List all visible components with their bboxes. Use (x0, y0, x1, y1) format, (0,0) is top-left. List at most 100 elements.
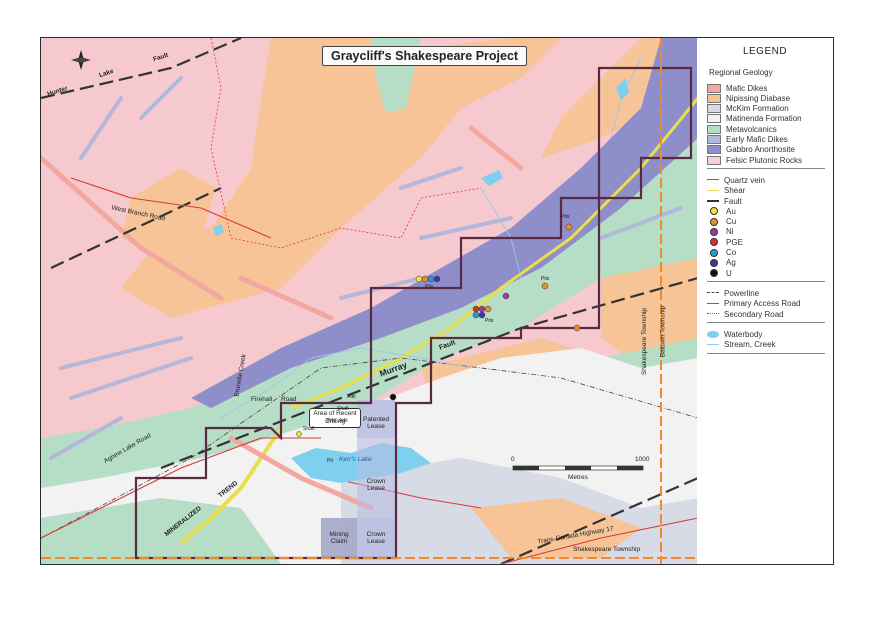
waterbody-icon (707, 330, 719, 338)
legend-structure-item-label: Fault (724, 196, 742, 206)
legend-divider (707, 281, 825, 283)
line-icon (707, 175, 719, 185)
shakespeare-township-label: Shakespeare Township (641, 307, 649, 376)
crown-lease-block (357, 438, 395, 518)
occurrence-dot-icon (710, 269, 718, 278)
adit-label: Adit (339, 418, 348, 424)
mining-claim-label: Mining Claim (329, 531, 349, 545)
fault-line (50, 187, 222, 269)
early-mafic-dike (419, 216, 513, 240)
occurrence-dot-icon (710, 238, 718, 247)
scale-start-label: 0 (511, 456, 515, 463)
scale-end-label: 1000 (635, 456, 650, 463)
swatch-icon (707, 135, 721, 144)
swatch-icon (707, 104, 721, 114)
north-arrow-icon (71, 50, 91, 70)
mafic-dike (468, 125, 524, 171)
legend-mineral-item: Ag (707, 258, 736, 268)
waterbody (213, 224, 224, 236)
waterbody (616, 78, 629, 100)
early-mafic-dike (59, 336, 183, 370)
mineral-occurrences (296, 223, 581, 437)
legend-water-item-label: Stream, Creek (724, 340, 776, 350)
swatch-icon (707, 93, 721, 103)
legend-mineral-item-label: Co (726, 248, 737, 257)
hunter-lake-fault (41, 38, 242, 100)
legend-geology-item-label: Metavolcanics (726, 124, 777, 134)
metavolcanics-body (41, 138, 698, 488)
legend-mineral-item: Au (707, 206, 736, 216)
legend-infrastructure-item: Primary Access Road (707, 299, 800, 309)
legend-divider (707, 322, 825, 324)
secondary-road (210, 38, 482, 249)
legend-mineral-item-label: Cu (726, 217, 737, 227)
swatch-icon (707, 155, 721, 165)
legend-water-item-label: Waterbody (724, 329, 763, 339)
adit-label: Adit (347, 394, 356, 400)
swatch-icon (707, 145, 721, 155)
mafic-dike (41, 155, 224, 301)
legend-structure-item: Shear (707, 186, 745, 196)
legend-mineral-item: Ni (707, 227, 734, 237)
legend-infrastructure-item: Secondary Road (707, 309, 784, 319)
legend-geology-item: Matinenda Formation (707, 114, 802, 124)
scale-bar (512, 465, 644, 471)
early-mafic-dike (139, 76, 183, 120)
geology-map (41, 38, 698, 564)
legend-divider (707, 168, 825, 170)
shaft-label: Shaft (337, 406, 349, 412)
fault-line (500, 476, 698, 564)
legend-geology-item-label: Early Mafic Dikes (726, 135, 788, 144)
pit-label: Pit (327, 458, 333, 464)
legend-divider (707, 352, 825, 354)
regional-geology-heading: Regional Geology (709, 68, 773, 77)
waterbody (481, 170, 503, 186)
legend-mineral-item-label: Au (726, 206, 736, 216)
crown-lease-label: Crown Lease (366, 531, 386, 545)
legend-mineral-item: PGE (707, 237, 743, 247)
crown-lease-label: Crown Lease (366, 478, 386, 492)
legend-geology-item-label: Matinenda Formation (726, 114, 802, 124)
occurrence-dot-icon (710, 217, 718, 226)
mafic-dike (238, 275, 334, 321)
legend-mineral-item: Cu (707, 217, 736, 227)
legend-infrastructure-item-label: Powerline (724, 288, 760, 298)
legend-geology-item: McKim Formation (707, 104, 789, 114)
powerline (41, 357, 698, 539)
occurrence-dot-icon (710, 258, 718, 267)
legend-geology-item-label: Gabbro Anorthosite (726, 145, 795, 155)
firehall-road-label: Firehall (251, 396, 273, 403)
swatch-icon (707, 114, 721, 124)
shaft-label: Shaft (303, 426, 315, 432)
swatch-icon (707, 124, 721, 134)
legend-geology-item-label: McKim Formation (726, 104, 789, 114)
patented-lease-block (357, 400, 395, 438)
mining-claim-block (321, 518, 357, 558)
property-boundary (134, 66, 693, 560)
pits-label: Pits (541, 276, 550, 282)
pits-label: Pits (561, 214, 570, 220)
map-panel: Hunter Lake Fault West Branch Road Agnew… (40, 37, 699, 565)
gabbro-anorthosite-band (191, 38, 698, 408)
stream (220, 347, 472, 419)
line-icon (707, 288, 719, 298)
legend-mineral-item-label: Ag (726, 258, 736, 268)
mafic-dike (228, 435, 374, 511)
legend-geology-item: Gabbro Anorthosite (707, 145, 795, 155)
firehall-road-label: Road (281, 396, 297, 403)
legend-mineral-item: U (707, 268, 732, 278)
patented-lease-label: Patented Lease (362, 416, 390, 430)
occurrence-dot-icon (710, 207, 718, 216)
legend-geology-item: Nipissing Diabase (707, 93, 790, 103)
nipissing-diabase-body (121, 38, 561, 318)
legend-geology-item-label: Nipissing Diabase (726, 93, 791, 103)
legend-water-item: Stream, Creek (707, 340, 776, 350)
legend-geology-item: Early Mafic Dikes (707, 135, 788, 145)
legend-geology-item: Mafic Dikes (707, 83, 767, 93)
pits-label: Pits (425, 284, 434, 290)
early-mafic-dike (49, 416, 123, 460)
stream-icon (707, 340, 719, 350)
legend-geology-item: Metavolcanics (707, 124, 777, 134)
map-title: Graycliff's Shakespeare Project (322, 46, 528, 66)
